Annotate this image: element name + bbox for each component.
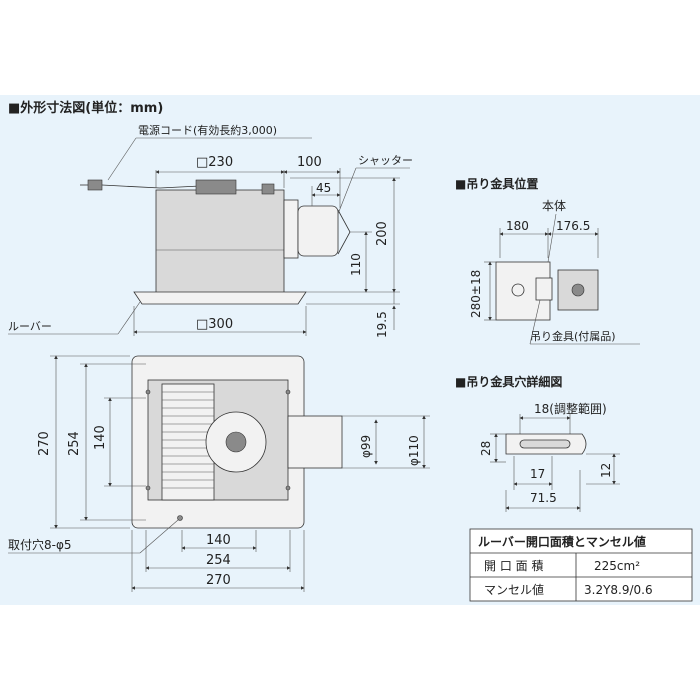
mount-holes-label: 取付穴8-φ5	[8, 537, 72, 552]
duct-length-100: 100	[297, 155, 322, 170]
louver-side	[133, 291, 307, 305]
depth-140: 140	[93, 425, 108, 450]
table-title: ルーバー開口面積とマンセル値	[478, 534, 646, 549]
side-view: 電源コード(有効長約3,000) □230 100 45 シャッター	[8, 123, 413, 338]
dim-28: 28	[479, 441, 493, 456]
louver-size-300: □300	[196, 317, 233, 332]
depth-270: 270	[37, 431, 52, 456]
cord-label: 電源コード(有効長約3,000)	[138, 123, 277, 137]
outline-title: ■外形寸法図(単位：mm)	[8, 100, 163, 116]
plug-icon	[87, 179, 103, 191]
mount-hole	[177, 515, 183, 521]
duct-phi99: φ99	[359, 435, 373, 458]
hanger-label: 吊り金具(付属品)	[530, 329, 616, 343]
table-row-value: 3.2Y8.9/0.6	[584, 583, 653, 597]
louver-spec-table: ルーバー開口面積とマンセル値 開 口 面 積 225cm² マンセル値 3.2Y…	[469, 528, 693, 602]
depth-254: 254	[67, 431, 82, 456]
bottom-254: 254	[206, 553, 231, 568]
height-200: 200	[375, 221, 390, 246]
bottom-270: 270	[206, 573, 231, 588]
offset-45: 45	[316, 181, 331, 195]
range-18: 18(調整範囲)	[534, 401, 607, 416]
duct-phi110: φ110	[407, 435, 421, 466]
louver-height-19-5: 19.5	[375, 311, 389, 338]
bottom-140: 140	[206, 533, 231, 548]
duct-center-110: 110	[349, 253, 363, 276]
louver-grille	[161, 383, 215, 501]
dim-180: 180	[506, 219, 529, 233]
duct	[297, 205, 339, 257]
table-row-label: マンセル値	[484, 582, 544, 597]
dim-12: 12	[599, 463, 613, 478]
main-body-label: 本体	[542, 199, 566, 213]
hanger-position-diagram: 本体 180 176.5 280±18 吊り金具(付属品)	[469, 199, 640, 345]
table-row-label: 開 口 面 積	[484, 558, 543, 573]
shutter-label: シャッター	[358, 154, 413, 167]
dim-71-5: 71.5	[530, 491, 557, 505]
dim-176-5: 176.5	[556, 219, 590, 233]
louver-label: ルーバー	[8, 320, 52, 333]
adjust-slot	[519, 439, 571, 449]
fan-body	[155, 189, 285, 299]
hanger-hole-title: ■吊り金具穴詳細図	[455, 374, 562, 389]
hanger-position-title: ■吊り金具位置	[455, 176, 538, 191]
duct-bottom	[287, 415, 343, 469]
dim-280: 280±18	[469, 270, 483, 318]
table-row-value: 225cm²	[594, 559, 640, 573]
width-230: □230	[196, 155, 233, 170]
bottom-view: 270 254 140 φ99 φ110 取付穴8-φ5 140 254 270	[8, 355, 430, 592]
dim-17: 17	[530, 467, 545, 481]
hanger-hole-diagram: 18(調整範囲) 28 17 12 71.5	[479, 401, 620, 512]
